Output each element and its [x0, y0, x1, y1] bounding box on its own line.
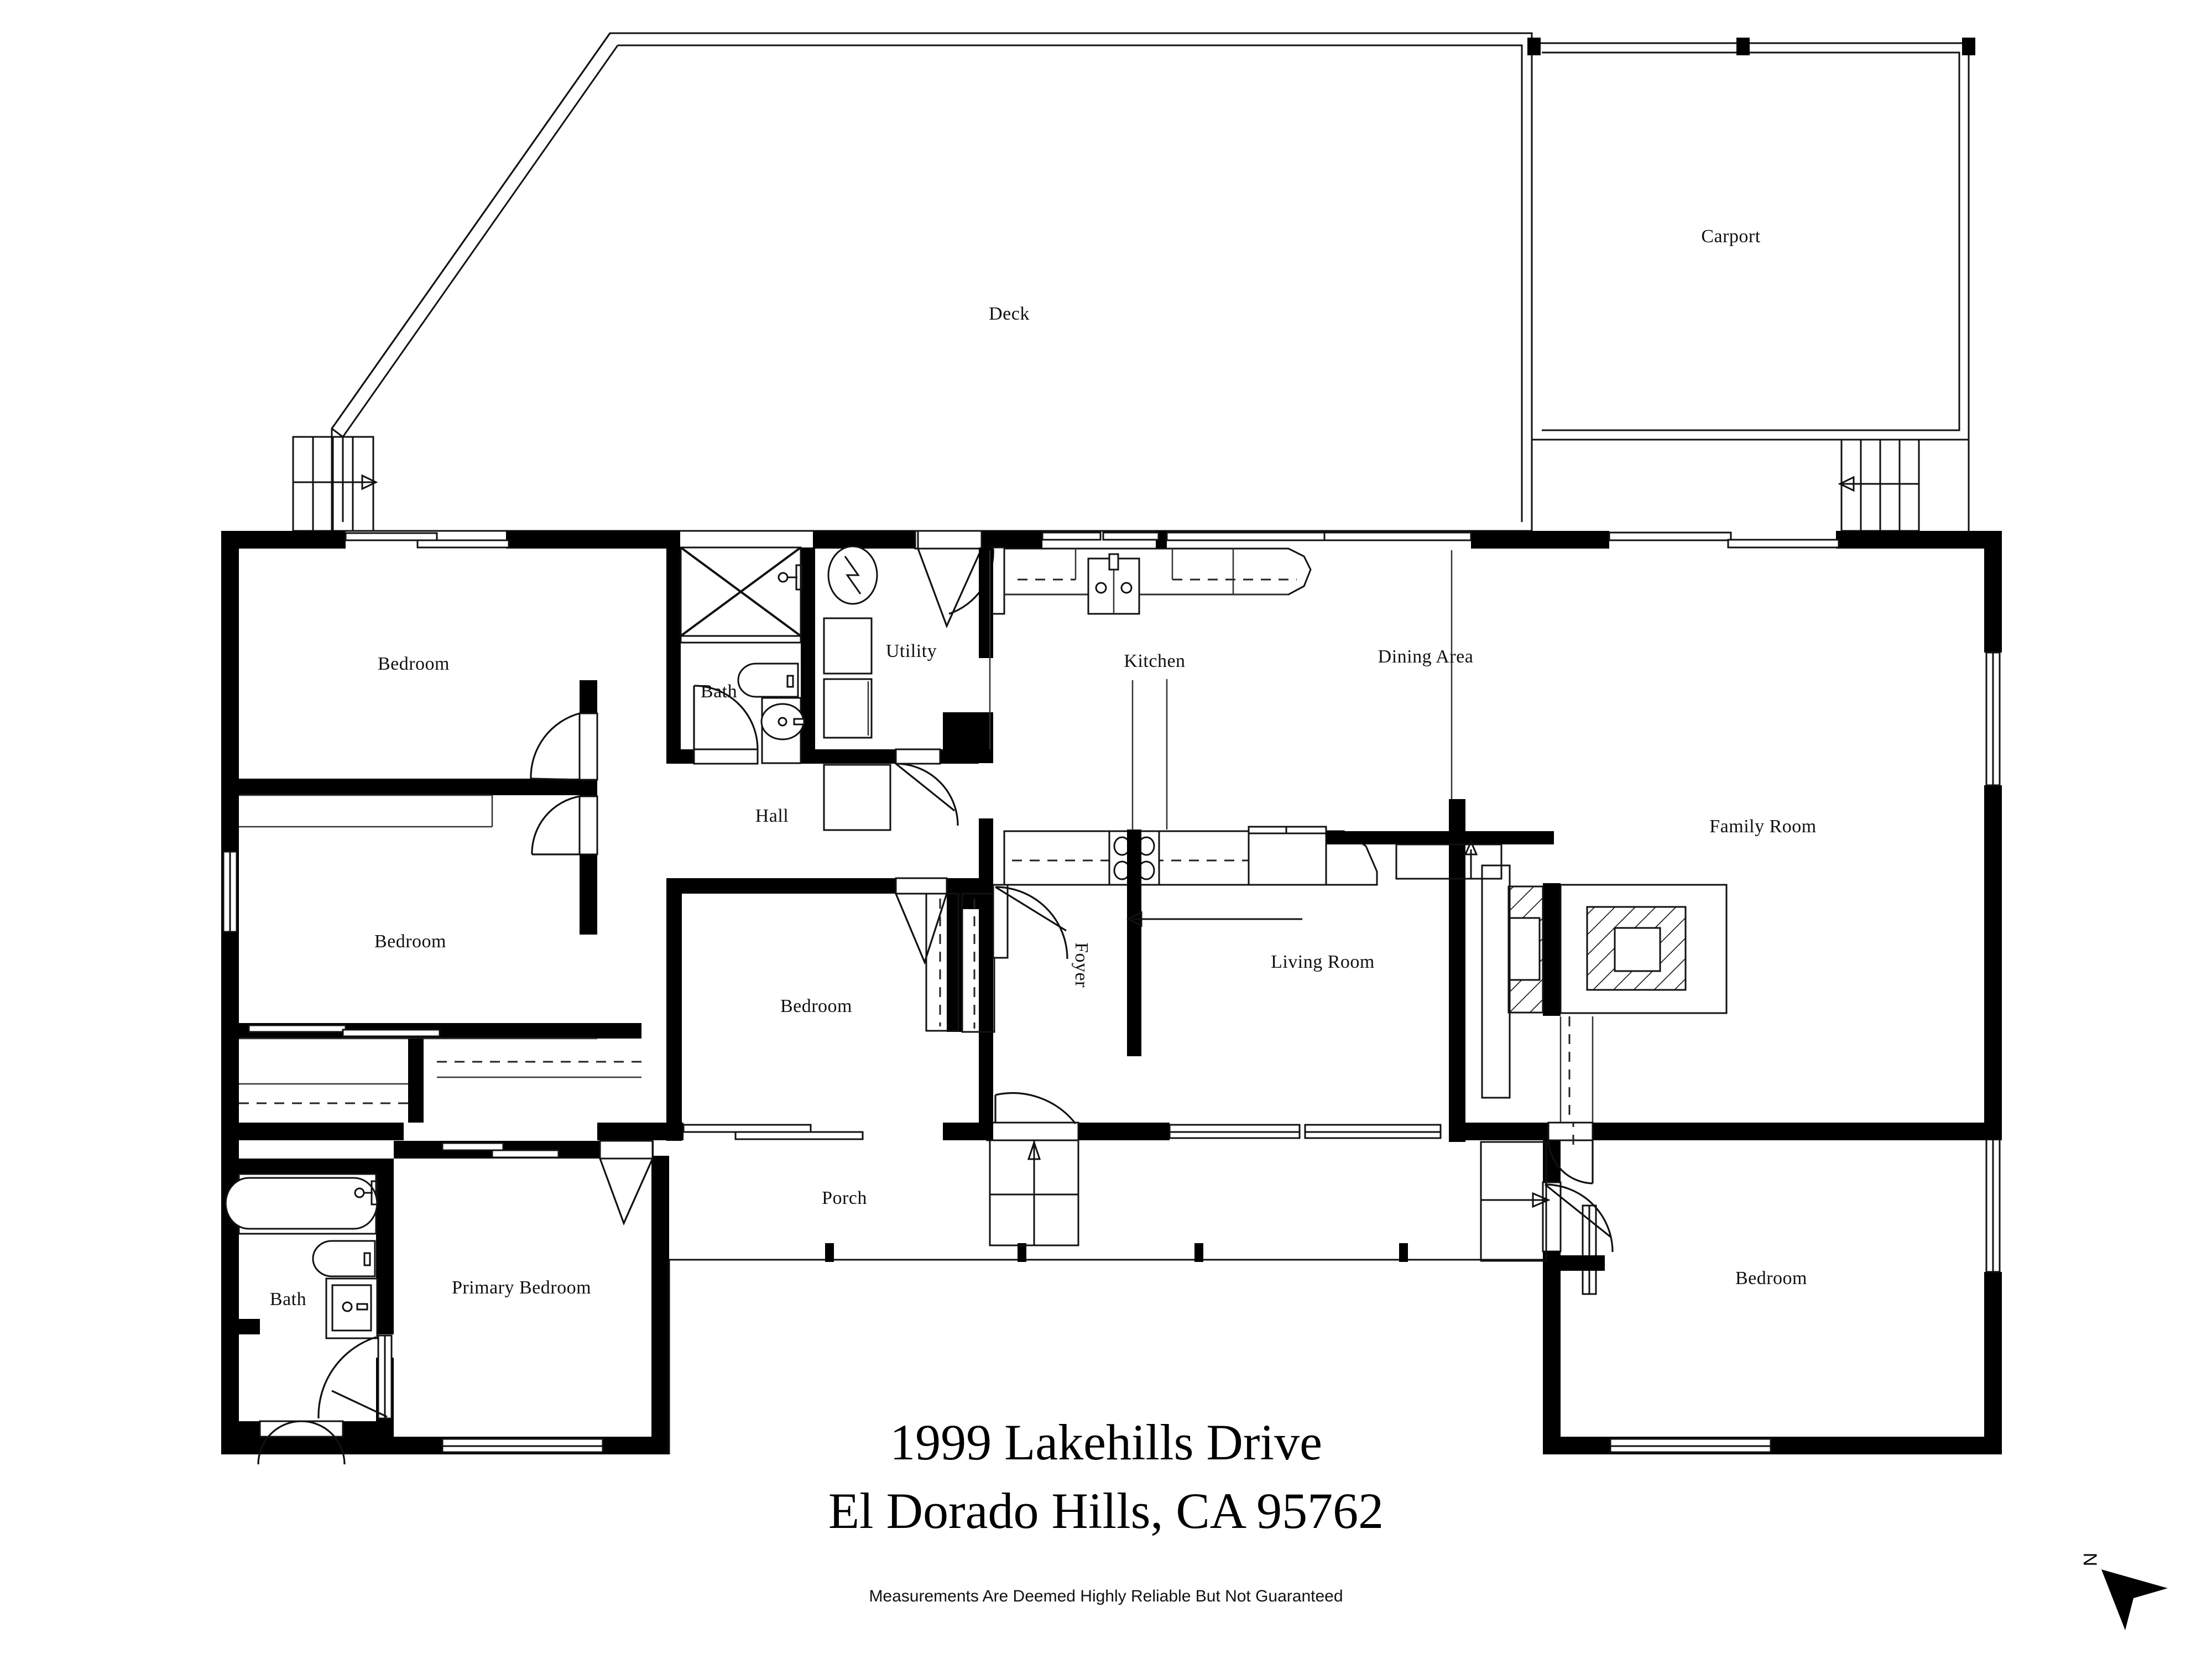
room-label-hall: Hall — [755, 806, 789, 826]
exterior-wall-southwest — [221, 1156, 669, 1454]
hall-bath-door — [693, 685, 759, 765]
east-wall-window-bedroomse — [1985, 1124, 2001, 1273]
kitchen-counter-north — [1003, 547, 1312, 596]
kitchen-counter-south — [1003, 826, 1378, 886]
south-window-livingroom — [1168, 1124, 1442, 1139]
interior-wall-bedroomnw-south — [221, 680, 597, 935]
door-foyer-north — [992, 884, 1068, 959]
room-label-bath-hall: Bath — [701, 681, 737, 702]
room-label-bedroom-w: Bedroom — [374, 931, 446, 952]
north-letter: N — [2079, 1553, 2100, 1567]
utility-water-heater — [827, 545, 878, 605]
south-window-bedroomcenter — [682, 1124, 864, 1140]
hall-bath-shower — [680, 546, 802, 644]
exterior-wall-east — [1984, 531, 2002, 1454]
kitchen-sink — [1087, 553, 1140, 615]
disclaimer-text: Measurements Are Deemed Highly Reliable … — [869, 1587, 1343, 1605]
utility-closet-door-north — [917, 530, 983, 629]
north-wall-slider-family — [1608, 531, 1840, 549]
hall-bath-toilet — [737, 662, 799, 698]
deck-stairs-west — [292, 436, 378, 532]
room-label-utility: Utility — [886, 641, 937, 661]
room-label-deck: Deck — [989, 304, 1030, 324]
porch-post — [1399, 1243, 1408, 1262]
dining-step-arrow — [1395, 839, 1503, 880]
carport-post — [1736, 38, 1750, 55]
room-label-bedroom-se: Bedroom — [1735, 1268, 1807, 1288]
closet-bedroom-center — [961, 893, 995, 1033]
hall-closet — [925, 893, 959, 1032]
west-wall-window-bedroomw — [222, 851, 238, 933]
fireplace — [1481, 864, 1728, 1123]
north-wall-window-dining — [1166, 531, 1472, 541]
utility-counter — [823, 764, 891, 831]
room-label-living-room: Living Room — [1271, 952, 1375, 972]
primary-bedroom-north-window — [441, 1142, 560, 1159]
room-label-dining-area: Dining Area — [1378, 646, 1474, 667]
primary-bath-tub — [225, 1173, 378, 1235]
hall-bath-shower-fitting — [778, 564, 803, 591]
utility-door — [895, 748, 959, 826]
porch-post — [825, 1243, 834, 1262]
hall-bath-vanity — [760, 697, 805, 764]
room-label-kitchen: Kitchen — [1124, 651, 1185, 671]
room-label-porch: Porch — [822, 1188, 867, 1208]
door-foyer-south — [994, 1092, 1077, 1124]
room-label-bedroom-center: Bedroom — [780, 996, 852, 1016]
interior-wall-foyer-east — [1126, 679, 1302, 1056]
room-label-foyer: Foyer — [1071, 942, 1092, 988]
room-label-bedroom-nw: Bedroom — [378, 654, 450, 674]
room-label-bath-primary: Bath — [270, 1289, 306, 1310]
interior-wall-foyer-west — [979, 885, 993, 1140]
room-label-family-room: Family Room — [1709, 816, 1816, 837]
address-line-2: El Dorado Hills, CA 95762 — [828, 1483, 1384, 1539]
carport-post — [1527, 38, 1541, 55]
interior-wall-bedroomse-west — [1543, 1251, 1605, 1454]
utility-appliances — [823, 617, 873, 739]
room-label-primary-bedroom: Primary Bedroom — [452, 1277, 591, 1298]
north-arrow-icon: N — [2079, 1553, 2168, 1630]
porch-post — [1194, 1243, 1203, 1262]
exterior-wall-north — [221, 531, 2002, 549]
door-bedroom-center — [895, 877, 948, 965]
north-wall-window-kitchen — [1041, 531, 1160, 541]
primary-bath-doors — [257, 1334, 393, 1465]
south-window-primarybedroom — [441, 1438, 604, 1453]
east-wall-window-familyroom-upper — [1985, 651, 2001, 786]
interior-walls-bedroom-center — [666, 877, 1077, 1141]
room-label-carport: Carport — [1701, 226, 1760, 247]
porch-outline — [668, 1243, 1543, 1454]
porch-entry-stairs — [989, 1139, 1079, 1246]
closet-bedroomw — [221, 1023, 641, 1123]
porch-post — [1018, 1243, 1026, 1262]
interior-wall-kitchen-west — [979, 547, 993, 749]
door-bedroomw — [531, 795, 598, 855]
door-primary-bedroom — [599, 1140, 654, 1226]
door-familyroom-south — [1547, 1121, 1594, 1185]
closet-bedroomnw — [239, 794, 493, 828]
southeast-closet-window — [1582, 1204, 1597, 1295]
primary-bath-toilet — [312, 1240, 376, 1277]
carport-stairs-east — [1838, 439, 1920, 532]
door-bedroomnw — [530, 712, 598, 781]
north-wall-window-bedroomnw — [345, 532, 510, 549]
interior-wall-familyroom-south — [1449, 1121, 2002, 1253]
primary-bath-vanity — [325, 1277, 378, 1339]
carport-post — [1962, 38, 1975, 55]
porch-stairs-east — [1480, 1141, 1551, 1262]
south-door-foyer — [986, 1121, 1079, 1141]
address-line-1: 1999 Lakehills Drive — [890, 1414, 1322, 1470]
carport-outline — [1527, 38, 1975, 531]
south-window-bedroomse — [1609, 1438, 1772, 1453]
